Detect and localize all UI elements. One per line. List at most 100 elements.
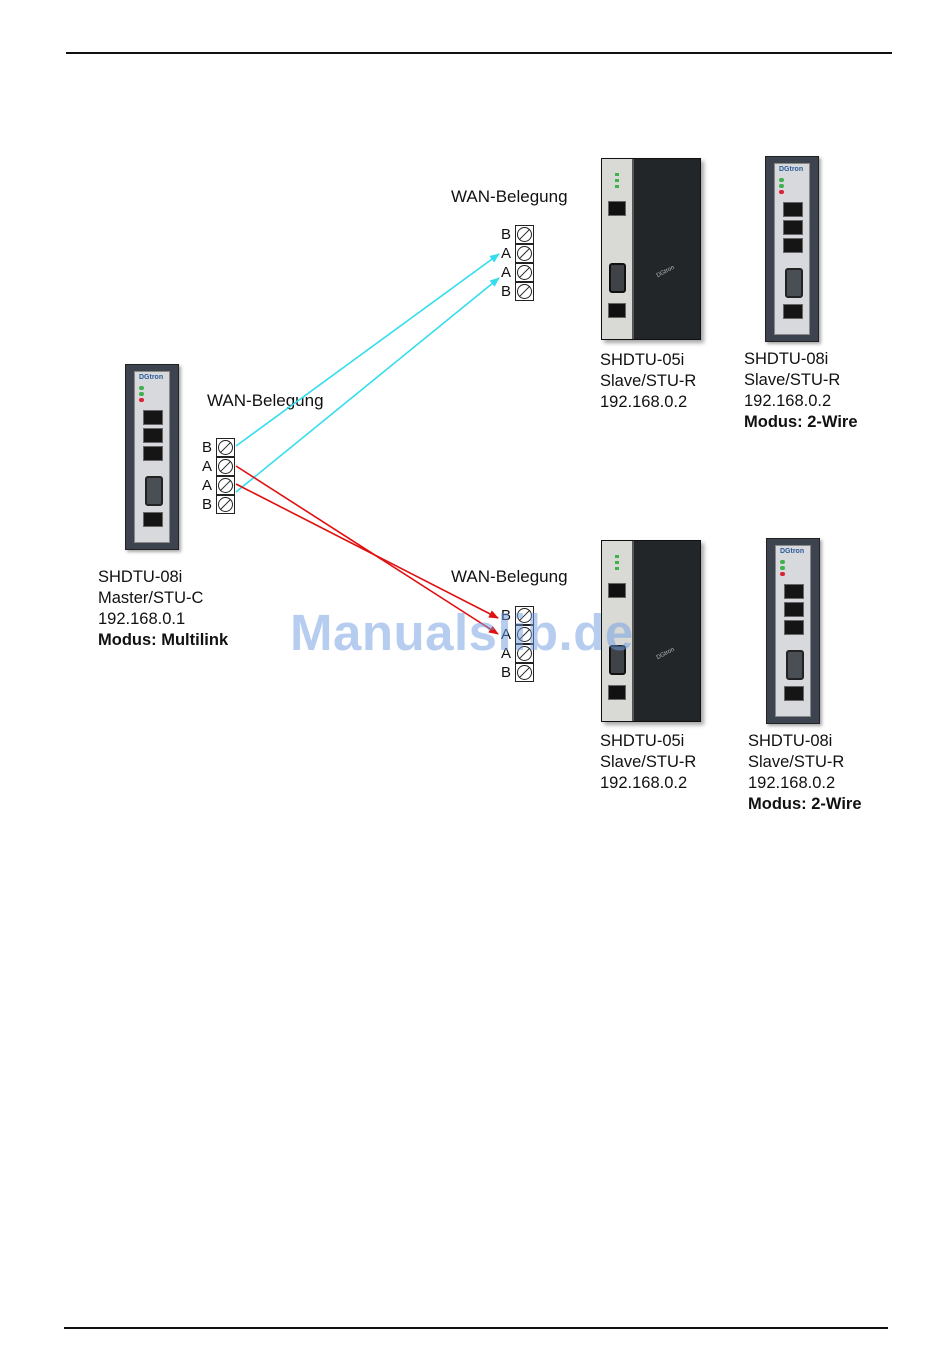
pin-label: A xyxy=(202,477,213,494)
screw-terminal-icon xyxy=(216,494,235,514)
pin-label: B xyxy=(202,496,213,513)
screw-terminal-icon xyxy=(515,262,534,282)
wan-port-icon xyxy=(783,304,803,319)
serial-port-icon xyxy=(786,650,804,680)
status-led-icon xyxy=(139,392,144,396)
device-mode: Modus: 2-Wire xyxy=(748,795,862,813)
ethernet-port-icon xyxy=(784,602,804,617)
wan-port-icon xyxy=(608,303,626,318)
status-led-icon xyxy=(779,184,784,188)
status-led-icon xyxy=(139,386,144,390)
device-ip: 192.168.0.2 xyxy=(744,392,832,410)
master-device-image: DGtron xyxy=(125,364,179,550)
ethernet-port-icon xyxy=(608,583,626,598)
status-led-icon xyxy=(139,398,144,402)
master-ip: 192.168.0.1 xyxy=(98,610,186,628)
pin-label: A xyxy=(202,458,213,475)
device-role: Slave/STU-R xyxy=(748,753,845,771)
pin-label: A xyxy=(501,645,512,662)
device-model: SHDTU-08i xyxy=(748,732,833,750)
device-ip: 192.168.0.2 xyxy=(748,774,836,792)
top-wan-terminal: B A A B xyxy=(501,224,534,301)
brand-logo-icon: DGtron xyxy=(779,166,804,173)
device-model: SHDTU-08i xyxy=(744,350,829,368)
master-mode: Modus: Multilink xyxy=(98,631,229,649)
ethernet-port-icon xyxy=(143,446,163,461)
device-role: Slave/STU-R xyxy=(600,753,697,771)
status-led-icon xyxy=(779,190,784,194)
master-label: SHDTU-08i Master/STU-C 192.168.0.1 Modus… xyxy=(98,567,228,651)
pin-label: B xyxy=(501,283,512,300)
link-wire-top-2 xyxy=(235,277,500,493)
status-led-icon xyxy=(780,572,785,576)
bottom-shdtu05-image: DGtron xyxy=(601,540,701,722)
screw-terminal-icon xyxy=(216,437,235,457)
top-shdtu08-image: DGtron xyxy=(765,156,819,342)
device-role: Slave/STU-R xyxy=(600,372,697,390)
device-role: Slave/STU-R xyxy=(744,371,841,389)
bottom-shdtu05-label: SHDTU-05i Slave/STU-R 192.168.0.2 xyxy=(600,731,696,794)
ethernet-port-icon xyxy=(783,238,803,253)
link-wire-bottom-2 xyxy=(235,483,499,619)
screw-terminal-icon xyxy=(515,281,534,301)
ethernet-port-icon xyxy=(784,584,804,599)
pin-label: B xyxy=(501,664,512,681)
master-role: Master/STU-C xyxy=(98,589,204,607)
status-led-icon xyxy=(615,185,619,188)
watermark: Manualslib.de xyxy=(290,604,634,661)
link-wire-bottom-1 xyxy=(235,465,499,635)
device-model: SHDTU-05i xyxy=(600,732,685,750)
ethernet-port-icon xyxy=(608,201,626,216)
device-model: SHDTU-05i xyxy=(600,351,685,369)
brand-logo-icon: DGtron xyxy=(780,548,805,555)
ethernet-port-icon xyxy=(783,202,803,217)
pin-label: B xyxy=(202,439,213,456)
ethernet-port-icon xyxy=(143,428,163,443)
pin-label: B xyxy=(501,226,512,243)
screw-terminal-icon xyxy=(216,475,235,495)
screw-terminal-icon xyxy=(515,243,534,263)
pin-label: A xyxy=(501,264,512,281)
top-shdtu08-label: SHDTU-08i Slave/STU-R 192.168.0.2 Modus:… xyxy=(744,349,858,433)
device-mode: Modus: 2-Wire xyxy=(744,413,858,431)
top-shdtu05-image: DGtron xyxy=(601,158,701,340)
status-led-icon xyxy=(780,560,785,564)
status-led-icon xyxy=(779,178,784,182)
bottom-shdtu08-label: SHDTU-08i Slave/STU-R 192.168.0.2 Modus:… xyxy=(748,731,862,815)
device-ip: 192.168.0.2 xyxy=(600,774,688,792)
status-led-icon xyxy=(615,173,619,176)
bottom-shdtu08-image: DGtron xyxy=(766,538,820,724)
serial-port-icon xyxy=(609,645,626,675)
screw-terminal-icon xyxy=(515,605,534,625)
status-led-icon xyxy=(615,561,619,564)
screw-terminal-icon xyxy=(515,662,534,682)
pin-label: A xyxy=(501,626,512,643)
header-rule xyxy=(66,52,892,54)
bottom-wan-title: WAN-Belegung xyxy=(451,567,568,586)
master-wan-title: WAN-Belegung xyxy=(207,391,324,410)
pin-label: A xyxy=(501,245,512,262)
wan-port-icon xyxy=(143,512,163,527)
screw-terminal-icon xyxy=(216,456,235,476)
serial-port-icon xyxy=(785,268,803,298)
wan-port-icon xyxy=(608,685,626,700)
master-model: SHDTU-08i xyxy=(98,568,183,586)
device-ip: 192.168.0.2 xyxy=(600,393,688,411)
ethernet-port-icon xyxy=(783,220,803,235)
brand-logo-icon: DGtron xyxy=(139,374,164,381)
serial-port-icon xyxy=(609,263,626,293)
pin-label: B xyxy=(501,607,512,624)
status-led-icon xyxy=(615,567,619,570)
serial-port-icon xyxy=(145,476,163,506)
top-wan-title: WAN-Belegung xyxy=(451,187,568,206)
wan-port-icon xyxy=(784,686,804,701)
top-shdtu05-label: SHDTU-05i Slave/STU-R 192.168.0.2 xyxy=(600,350,696,413)
status-led-icon xyxy=(615,179,619,182)
screw-terminal-icon xyxy=(515,643,534,663)
screw-terminal-icon xyxy=(515,624,534,644)
status-led-icon xyxy=(780,566,785,570)
master-wan-terminal: B A A B xyxy=(202,437,235,514)
ethernet-port-icon xyxy=(784,620,804,635)
screw-terminal-icon xyxy=(515,224,534,244)
